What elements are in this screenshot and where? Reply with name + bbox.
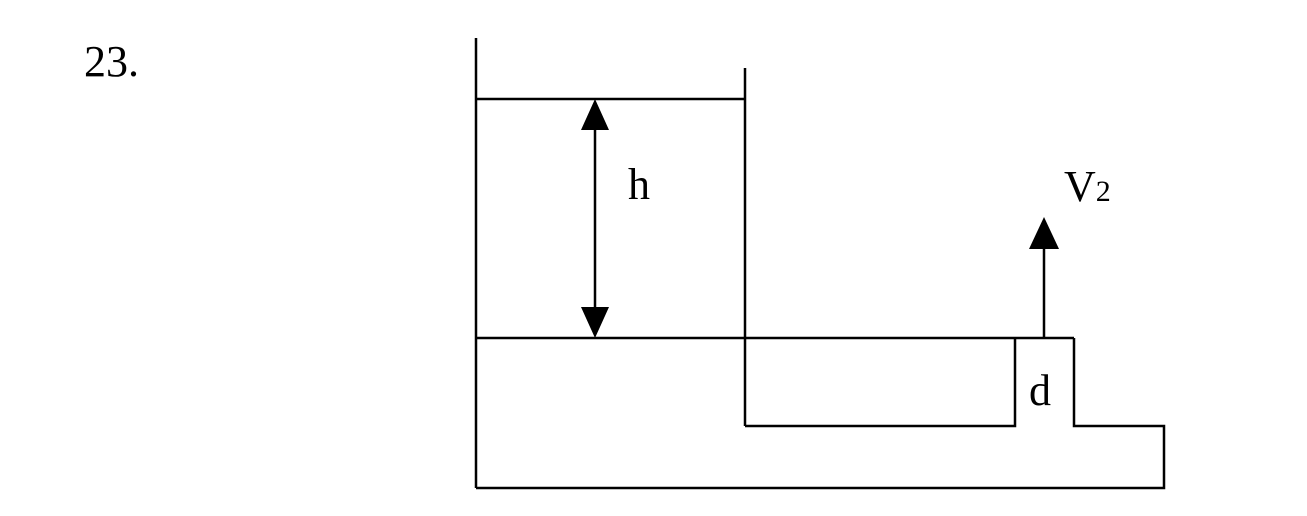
- channel-bottom: [745, 338, 1017, 428]
- velocity-label-main: V: [1064, 162, 1096, 211]
- velocity-arrow-head: [1029, 217, 1059, 249]
- height-label: h: [628, 160, 650, 209]
- height-arrow-top-head: [581, 99, 609, 130]
- opening-label: d: [1029, 366, 1051, 415]
- velocity-label-subscript: 2: [1096, 175, 1111, 208]
- velocity-label: V2: [1064, 162, 1111, 211]
- base-outline: [476, 338, 1166, 490]
- height-arrow-bottom-head: [581, 307, 609, 338]
- problem-number: 23.: [84, 37, 139, 86]
